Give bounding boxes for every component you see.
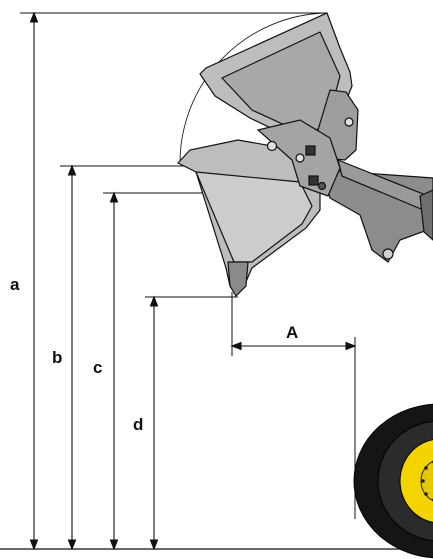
tilt-link <box>337 159 433 215</box>
boom-pivot-pin <box>382 248 394 260</box>
label-b: b <box>52 348 62 367</box>
lower-bucket <box>177 119 341 297</box>
label-c: c <box>93 358 102 377</box>
dimension-arrow-a <box>29 11 39 551</box>
rim-outer <box>399 439 433 523</box>
lower-bucket-lock <box>305 145 316 156</box>
label-d: d <box>133 415 143 434</box>
label-A: A <box>286 323 298 342</box>
boom-cylinder-end <box>419 189 433 241</box>
raised-bucket-pin <box>344 117 354 127</box>
dimension-arrow-A <box>230 341 357 351</box>
rim-hub <box>420 460 433 502</box>
dimension-arrows <box>29 11 357 551</box>
lower-bucket-pin-2 <box>295 153 305 163</box>
dimension-arrow-b <box>67 164 77 551</box>
lower-bucket-hinge <box>317 181 327 191</box>
dimension-arrow-d <box>149 295 159 551</box>
lower-bucket-cutting-edge <box>227 261 249 297</box>
lower-bucket-pin <box>266 140 278 152</box>
dimension-arrow-c <box>109 191 119 551</box>
lower-bucket-lock-2 <box>308 175 319 186</box>
loader-arm <box>321 159 433 263</box>
raised-bucket <box>199 12 359 161</box>
label-a: a <box>10 275 20 294</box>
front-wheel <box>353 403 433 559</box>
bucket-swing-arc <box>179 12 327 164</box>
